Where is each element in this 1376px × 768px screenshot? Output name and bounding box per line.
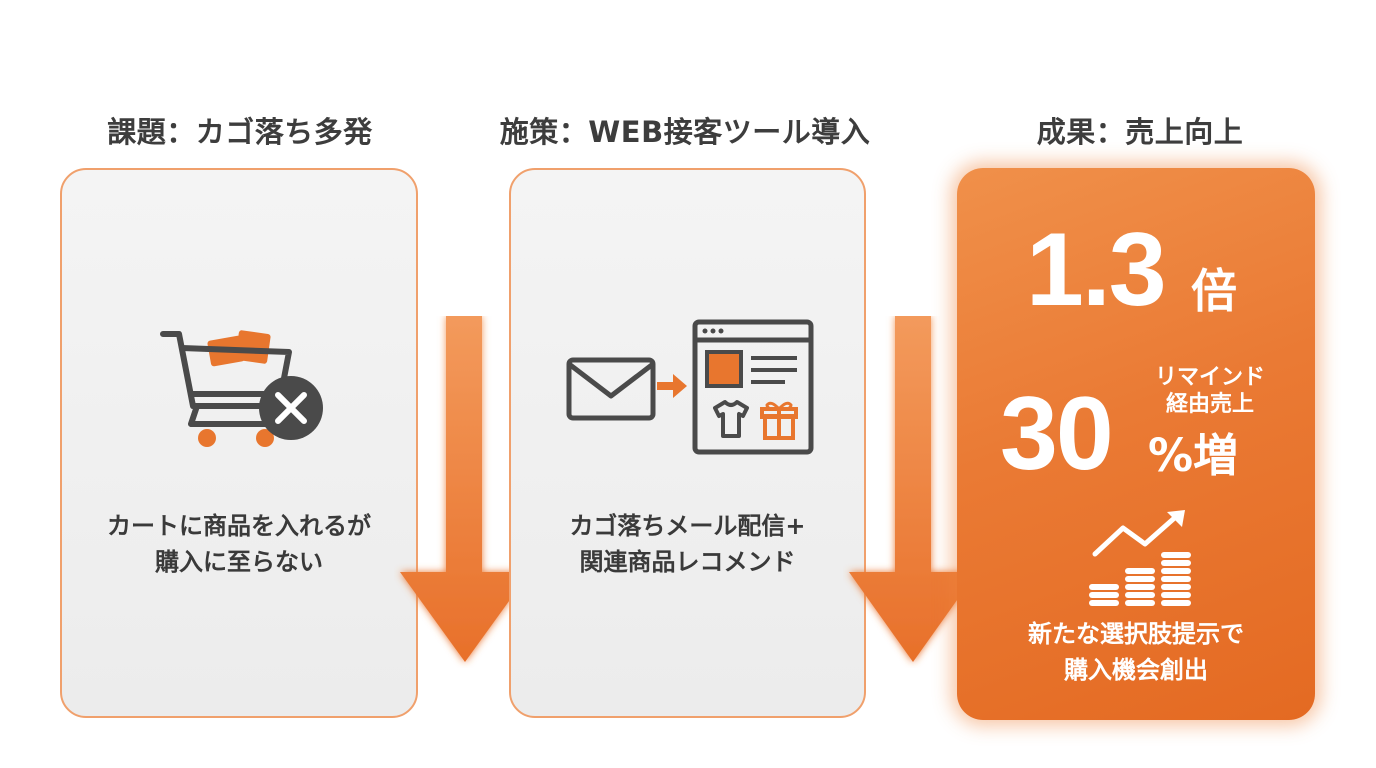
stat-label-line1: リマインド [1154, 365, 1265, 390]
result-card: 新たな選択肢提示で 購入機会創出 [957, 168, 1315, 720]
shopping-cart-with-x-icon [160, 330, 323, 447]
down-arrow-icon [400, 316, 530, 662]
measure-description: カゴ落ちメール配信+ 関連商品レコメンド [511, 508, 864, 580]
email-to-webpage-icon [566, 319, 814, 455]
measure-card: カゴ落ちメール配信+ 関連商品レコメンド [509, 168, 866, 718]
problem-card: カートに商品を入れるが 購入に至らない [60, 168, 418, 718]
stat-percent-value: 30 [1000, 376, 1114, 492]
stat-percent-unit: %増 [1148, 429, 1239, 482]
problem-title: 課題：カゴ落ち多発 [107, 115, 373, 149]
problem-text-line2: 購入に至らない [155, 548, 323, 576]
stat-percent-label: リマインド 経由売上 [1140, 364, 1280, 418]
measure-title: 施策：WEB接客ツール導入 [499, 115, 871, 149]
measure-text-line2: 関連商品レコメンド [579, 548, 796, 576]
down-arrow-icon [849, 316, 977, 662]
stat-multiplier-unit: 倍 [1191, 265, 1237, 317]
stat-multiplier-value: 1.3 [1026, 212, 1167, 328]
problem-text-line1: カートに商品を入れるが [107, 512, 371, 540]
result-description: 新たな選択肢提示で 購入機会創出 [957, 616, 1315, 688]
stat-label-line2: 経由売上 [1165, 392, 1254, 417]
measure-text-line1: カゴ落ちメール配信+ [569, 512, 806, 540]
result-text-line1: 新たな選択肢提示で [1028, 620, 1244, 648]
problem-description: カートに商品を入れるが 購入に至らない [62, 508, 416, 580]
result-text-line2: 購入機会創出 [1064, 656, 1208, 684]
result-title: 成果：売上向上 [1036, 115, 1244, 149]
coins-growth-chart-icon [1089, 510, 1191, 606]
